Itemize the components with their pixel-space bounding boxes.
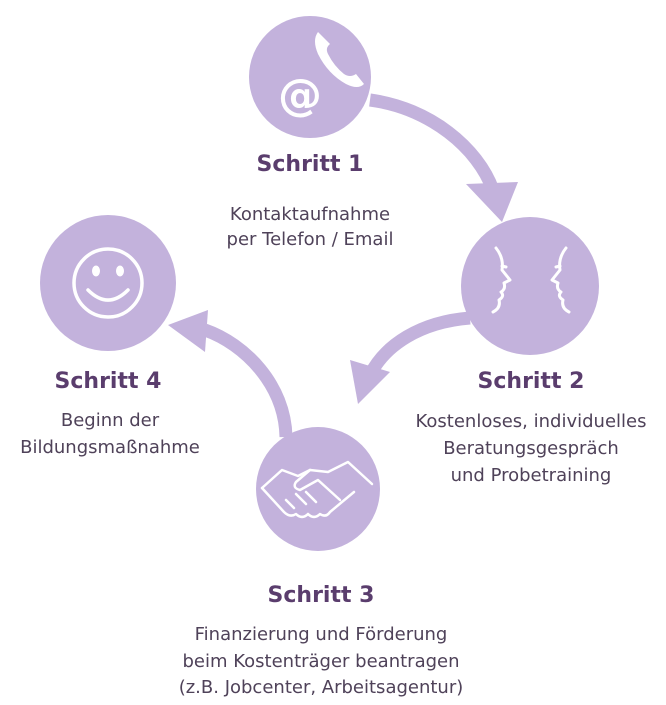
step3-title: Schritt 3 — [267, 583, 375, 608]
arrowhead-step2 — [466, 182, 518, 222]
step3-description-line3: (z.B. Jobcenter, Arbeitsagentur) — [178, 677, 464, 698]
step1-circle: @ — [249, 16, 371, 138]
step4-title: Schritt 4 — [54, 369, 162, 394]
step3-description-line1: Finanzierung und Förderung — [194, 624, 448, 645]
arrow-step3-to-step4 — [202, 323, 293, 438]
step1-title: Schritt 1 — [256, 152, 364, 177]
step4-description-line1: Beginn der — [60, 410, 160, 431]
step4-circle — [40, 215, 176, 351]
smiley-icon — [72, 247, 144, 319]
step2-description-line3: und Probetraining — [450, 465, 612, 486]
handshake-icon — [260, 460, 374, 519]
step2-description-line1: Kostenloses, individuelles — [415, 411, 647, 432]
step1-description-line2: per Telefon / Email — [226, 229, 394, 250]
arrowhead-step4 — [168, 310, 208, 352]
step3-circle — [256, 427, 380, 551]
cycle-arrows — [168, 93, 518, 438]
arrow-step2-to-step3 — [364, 311, 471, 379]
step4-description-line2: Bildungsmaßnahme — [20, 437, 200, 458]
step2-description-line2: Beratungsgespräch — [443, 438, 619, 459]
step3-description-line2: beim Kostenträger beantragen — [182, 651, 460, 672]
phone-email-icon: @ — [278, 32, 364, 121]
step1-description-line1: Kontaktaufnahme — [229, 204, 391, 225]
step2-title: Schritt 2 — [477, 369, 585, 394]
arrow-step1-to-step2 — [369, 93, 500, 193]
two-faces-icon — [491, 246, 571, 314]
arrowhead-step3 — [350, 360, 390, 404]
svg-text:@: @ — [278, 70, 322, 121]
step2-circle — [461, 217, 599, 355]
